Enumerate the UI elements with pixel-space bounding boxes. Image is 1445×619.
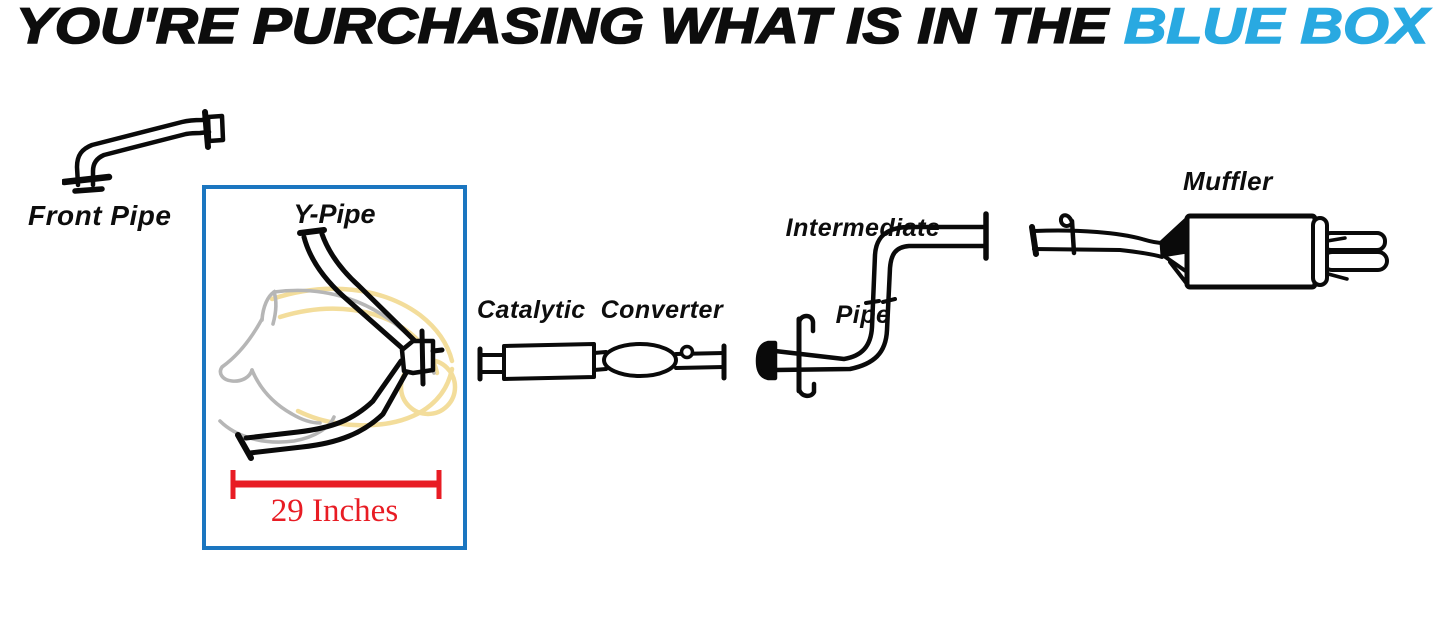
intermediate-pipe-drawing [755, 211, 989, 399]
measurement-text: 29 Inches [270, 493, 399, 529]
catalytic-converter-label: Catalytic Converter [477, 296, 724, 324]
header-banner: YOU'RE PURCHASING WHAT IS IN THE BLUE BO… [15, 0, 1432, 55]
y-pipe-label: Y-Pipe [293, 199, 376, 229]
header-blue-box-text: BLUE BOX [1124, 0, 1431, 54]
y-pipe-drawing [218, 227, 458, 499]
y-pipe-tube [235, 227, 445, 461]
intermediate-pipe-label-line2: Pipe [835, 301, 891, 329]
front-pipe-label: Front Pipe [28, 200, 172, 231]
muffler-label: Muffler [1183, 166, 1273, 196]
header-black-text: YOU'RE PURCHASING WHAT IS IN THE [16, 0, 1110, 54]
purchase-highlight-box: Y-Pipe [202, 185, 467, 550]
catalytic-converter-drawing [477, 342, 727, 382]
front-pipe-drawing [62, 109, 226, 194]
muffler-drawing [1029, 213, 1389, 290]
measurement-line [230, 470, 442, 499]
